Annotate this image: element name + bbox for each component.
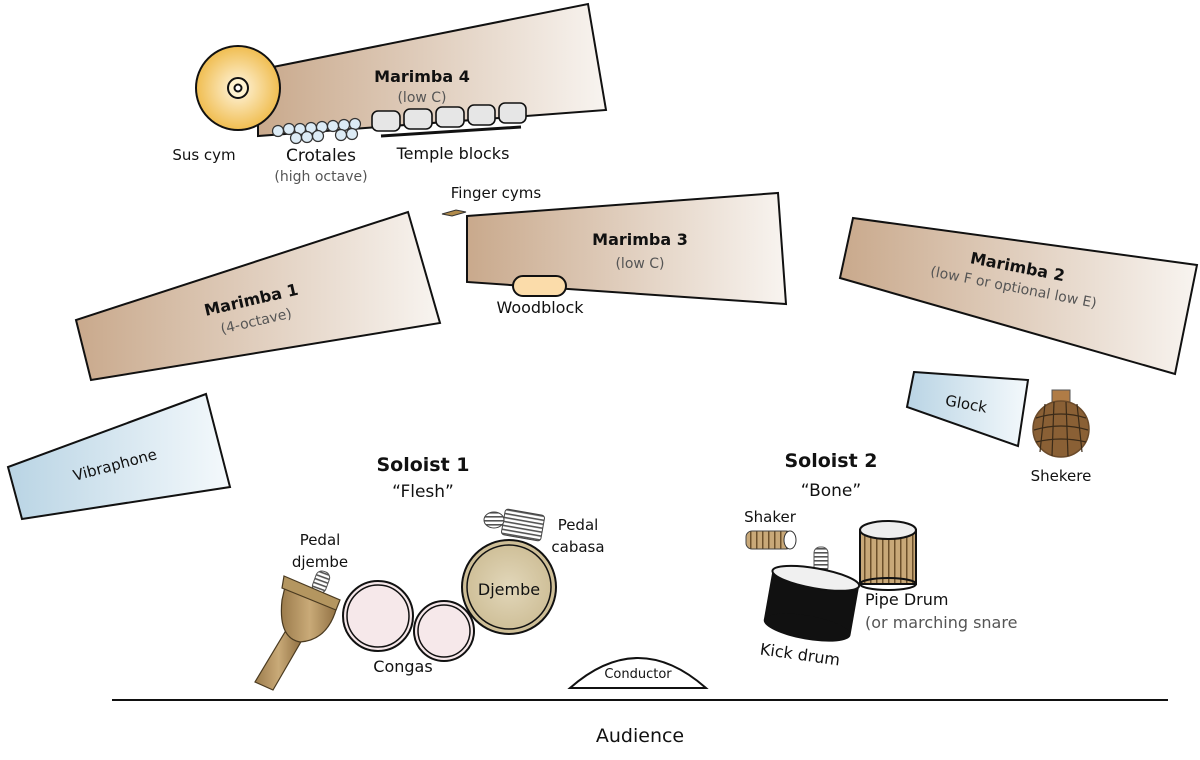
pedal-cabasa-label-1: Pedal	[558, 516, 599, 534]
vibraphone: Vibraphone	[6, 392, 232, 521]
marimba-4-label: Marimba 4	[374, 67, 470, 86]
audience-label: Audience	[596, 725, 684, 747]
pedal-cabasa: Pedal cabasa	[483, 508, 605, 556]
soloist-2-nickname: “Bone”	[801, 481, 861, 501]
pipe-drum-label: Pipe Drum	[865, 590, 948, 609]
conductor-podium: Conductor	[567, 657, 709, 689]
shekere: Shekere	[1031, 389, 1092, 485]
kick-drum: Kick drum	[759, 546, 861, 670]
crotales-note: (high octave)	[274, 169, 367, 185]
marimba-3-note: (low C)	[615, 256, 664, 272]
pipe-drum: Pipe Drum (or marching snare	[859, 520, 1017, 632]
djembe-label: Djembe	[478, 580, 540, 599]
marimba-1: Marimba 1 (4-octave)	[74, 210, 442, 382]
marimba-2: Marimba 2 (low F or optional low E)	[838, 216, 1199, 376]
glockenspiel: Glock	[905, 370, 1030, 448]
conductor-label: Conductor	[604, 667, 672, 682]
temple-blocks-label: Temple blocks	[396, 144, 510, 163]
shekere-label: Shekere	[1031, 467, 1092, 485]
woodblock-label: Woodblock	[496, 298, 584, 317]
pedal-cabasa-label-2: cabasa	[551, 538, 604, 556]
djembe: Djembe	[461, 539, 557, 635]
sus-cym-label: Sus cym	[172, 146, 235, 164]
kick-drum-label: Kick drum	[759, 639, 841, 669]
shaker: Shaker	[744, 508, 797, 550]
pedal-djembe: Pedal djembe	[254, 531, 348, 691]
shaker-label: Shaker	[744, 508, 797, 526]
crotales	[271, 117, 362, 145]
finger-cymbals: Finger cyms	[441, 184, 542, 217]
crotales-label: Crotales	[286, 146, 356, 166]
soloist-2-title: Soloist 2	[784, 450, 877, 472]
marimba-4-note: (low C)	[397, 90, 446, 106]
soloist-1-nickname: “Flesh”	[392, 482, 454, 502]
woodblock: Woodblock	[496, 275, 584, 317]
pipe-drum-note: (or marching snare	[865, 613, 1017, 632]
soloist-2: Soloist 2 “Bone”	[784, 450, 877, 501]
soloist-1: Soloist 1 “Flesh”	[376, 454, 469, 502]
pedal-djembe-label-1: Pedal	[300, 531, 341, 549]
pedal-djembe-label-2: djembe	[292, 553, 348, 571]
temple-blocks	[371, 102, 527, 138]
congas-label: Congas	[373, 657, 432, 676]
marimba-3-label: Marimba 3	[592, 230, 688, 249]
congas: Congas	[342, 580, 475, 676]
finger-cyms-label: Finger cyms	[451, 184, 542, 202]
suspended-cymbal: Sus cym	[172, 45, 281, 164]
soloist-1-title: Soloist 1	[376, 454, 469, 476]
